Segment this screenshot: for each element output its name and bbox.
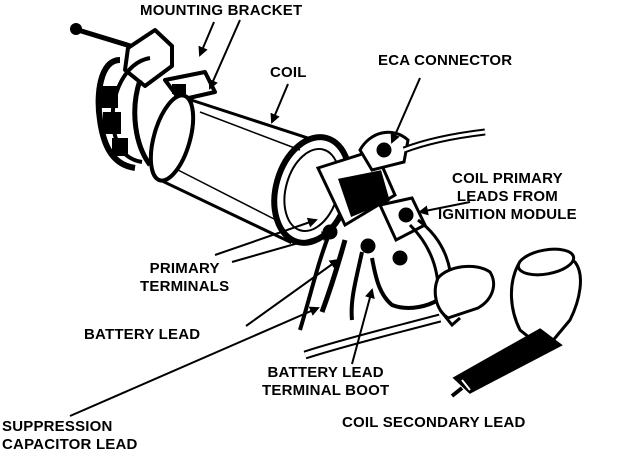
label-coil-primary-leads-line-3: IGNITION MODULE	[438, 206, 577, 223]
label-coil-primary-leads-line-2: LEADS FROM	[456, 188, 558, 205]
label-eca-connector: ECA CONNECTOR	[378, 52, 513, 69]
label-coil: COIL	[270, 64, 307, 81]
label-battery-lead: BATTERY LEAD	[84, 326, 201, 343]
label-battery-lead-terminal-boot: BATTERY LEAD TERMINAL BOOT	[262, 364, 389, 400]
secondary-lead	[450, 247, 582, 398]
label-suppression-capacitor-lead-line-1: SUPPRESSION	[2, 418, 113, 435]
label-battery-lead-terminal-boot-line-1: BATTERY LEAD	[267, 364, 384, 381]
label-mounting-bracket: MOUNTING BRACKET	[140, 2, 303, 19]
label-coil-primary-leads-line-1: COIL PRIMARY	[452, 170, 563, 187]
terminal-block	[315, 130, 427, 266]
label-suppression-capacitor-lead: SUPPRESSION CAPACITOR LEAD	[2, 418, 138, 454]
label-coil-primary-leads: COIL PRIMARY LEADS FROM IGNITION MODULE	[438, 170, 577, 224]
label-battery-lead-terminal-boot-line-2: TERMINAL BOOT	[262, 382, 390, 399]
label-coil-secondary-lead: COIL SECONDARY LEAD	[342, 414, 526, 431]
label-suppression-capacitor-lead-line-2: CAPACITOR LEAD	[2, 436, 138, 453]
terminal-boot	[303, 264, 495, 360]
label-primary-terminals: PRIMARY TERMINALS	[140, 260, 229, 296]
label-primary-terminals-line-1: PRIMARY	[149, 260, 220, 277]
mounting-bracket	[95, 28, 217, 171]
label-primary-terminals-line-2: TERMINALS	[140, 278, 230, 295]
coil-body	[148, 93, 353, 246]
leader-lines	[69, 19, 471, 417]
eca-connector-wire	[402, 128, 486, 154]
